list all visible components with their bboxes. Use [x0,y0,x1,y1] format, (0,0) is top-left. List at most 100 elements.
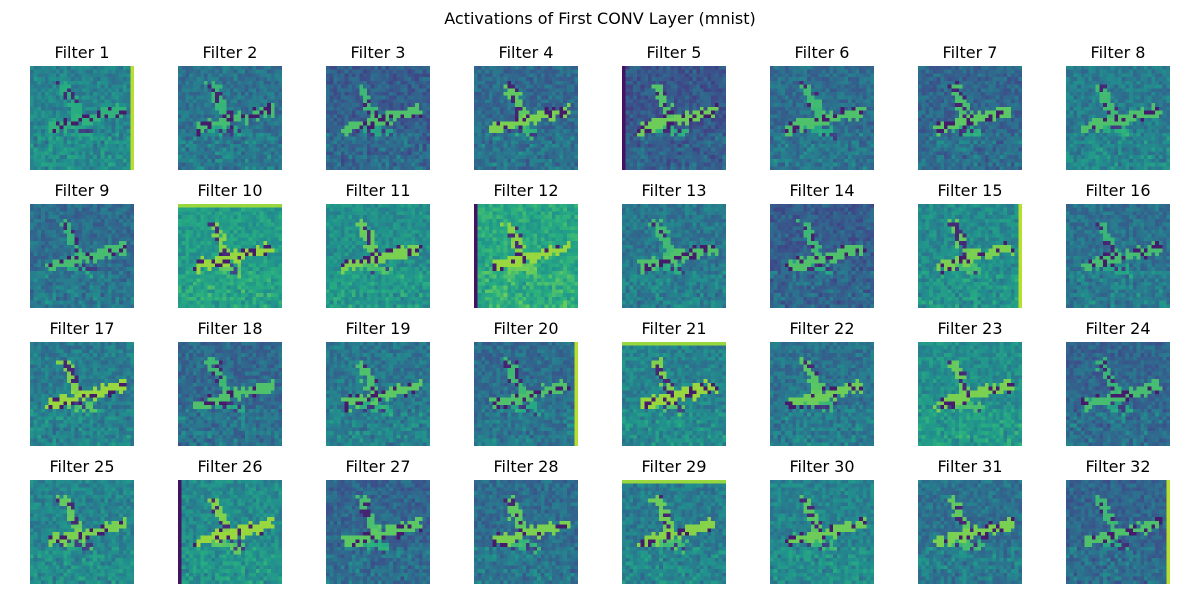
heatmap-cell [252,106,257,111]
heatmap-cell [625,129,630,133]
heatmap-cell [329,80,334,85]
heatmap-cell [374,140,379,145]
heatmap-cell [526,118,530,122]
heatmap-cell [477,114,482,119]
heatmap-cell [396,121,401,126]
heatmap-cell [70,103,75,107]
heatmap-cell [215,144,219,148]
heatmap-cell [370,144,375,148]
heatmap-cell [818,140,823,145]
heatmap-cell [407,121,412,126]
heatmap-cell [703,110,708,115]
heatmap-cell [418,73,423,78]
heatmap-cell [89,144,94,148]
heatmap-cell [692,66,697,70]
heatmap-cell [770,73,774,78]
heatmap-cell [955,77,959,81]
heatmap-cell [211,69,216,74]
heatmap-cell [700,155,704,159]
heatmap-cell [222,118,227,122]
heatmap-cell [267,158,271,163]
heatmap-cell [796,106,800,111]
heatmap-cell [256,103,260,107]
heatmap-cell [82,121,86,126]
heatmap-cell [329,140,334,145]
heatmap-cell [648,136,652,141]
heatmap-cell [130,136,134,141]
heatmap-cell [333,77,338,81]
heatmap-cell [992,73,997,78]
filter-panel: Filter 2 [178,43,282,170]
heatmap-cell [389,95,393,100]
heatmap-cell [932,99,937,104]
heatmap-cell [82,69,86,74]
heatmap-cell [63,151,68,156]
heatmap-cell [696,144,701,148]
heatmap-cell [488,73,493,78]
heatmap-cell [385,106,390,111]
heatmap-cell [270,103,275,107]
heatmap-cell [711,95,715,100]
heatmap-cell [485,73,489,78]
heatmap-cell [988,95,993,100]
heatmap-cell [533,95,538,100]
heatmap-cell [866,166,871,170]
heatmap-cell [711,110,715,115]
heatmap-cell [104,121,109,126]
heatmap-cell [859,88,863,93]
heatmap-cell [833,147,837,152]
heatmap-cell [85,99,90,104]
heatmap-cell [625,92,630,96]
heatmap-cell [681,125,686,130]
heatmap-cell [426,121,430,126]
heatmap-cell [818,162,823,167]
heatmap-cell [825,66,830,70]
heatmap-cell [662,129,667,133]
heatmap-cell [93,110,97,115]
heatmap-cell [492,155,497,159]
heatmap-cell [37,103,42,107]
heatmap-cell [537,118,541,122]
heatmap-cell [622,151,626,156]
heatmap-cell [529,158,534,163]
heatmap-cell [211,103,216,107]
heatmap-cell [481,140,486,145]
heatmap-cell [378,118,382,122]
heatmap-cell [718,77,723,81]
heatmap-cell [507,84,512,89]
heatmap-cell [807,106,811,111]
heatmap-cell [93,77,97,81]
heatmap-cell [41,80,45,85]
heatmap-cell [500,77,504,81]
heatmap-cell [488,144,493,148]
heatmap-cell [378,140,382,145]
heatmap-cell [422,136,427,141]
heatmap-cell [226,88,231,93]
heatmap-cell [651,136,656,141]
heatmap-cell [474,84,478,89]
heatmap-cell [552,125,556,130]
heatmap-cell [537,77,541,81]
heatmap-cell [218,158,223,163]
heatmap-cell [185,166,190,170]
heatmap-cell [799,118,804,122]
heatmap-cell [278,151,282,156]
heatmap-cell [859,162,863,167]
heatmap-cell [640,151,645,156]
heatmap-cell [818,121,823,126]
heatmap-cell [400,99,405,104]
heatmap-cell [115,80,120,85]
heatmap-cell [655,151,660,156]
heatmap-cell [511,106,515,111]
heatmap-cell [33,103,38,107]
heatmap-cell [359,95,364,100]
heatmap-cell [636,92,641,96]
heatmap-cell [248,140,253,145]
heatmap-cell [962,66,967,70]
heatmap-cell [692,69,697,74]
heatmap-cell [770,80,774,85]
heatmap-cell [63,166,68,170]
heatmap-cell [396,118,401,122]
heatmap-cell [389,166,393,170]
heatmap-cell [770,136,774,141]
